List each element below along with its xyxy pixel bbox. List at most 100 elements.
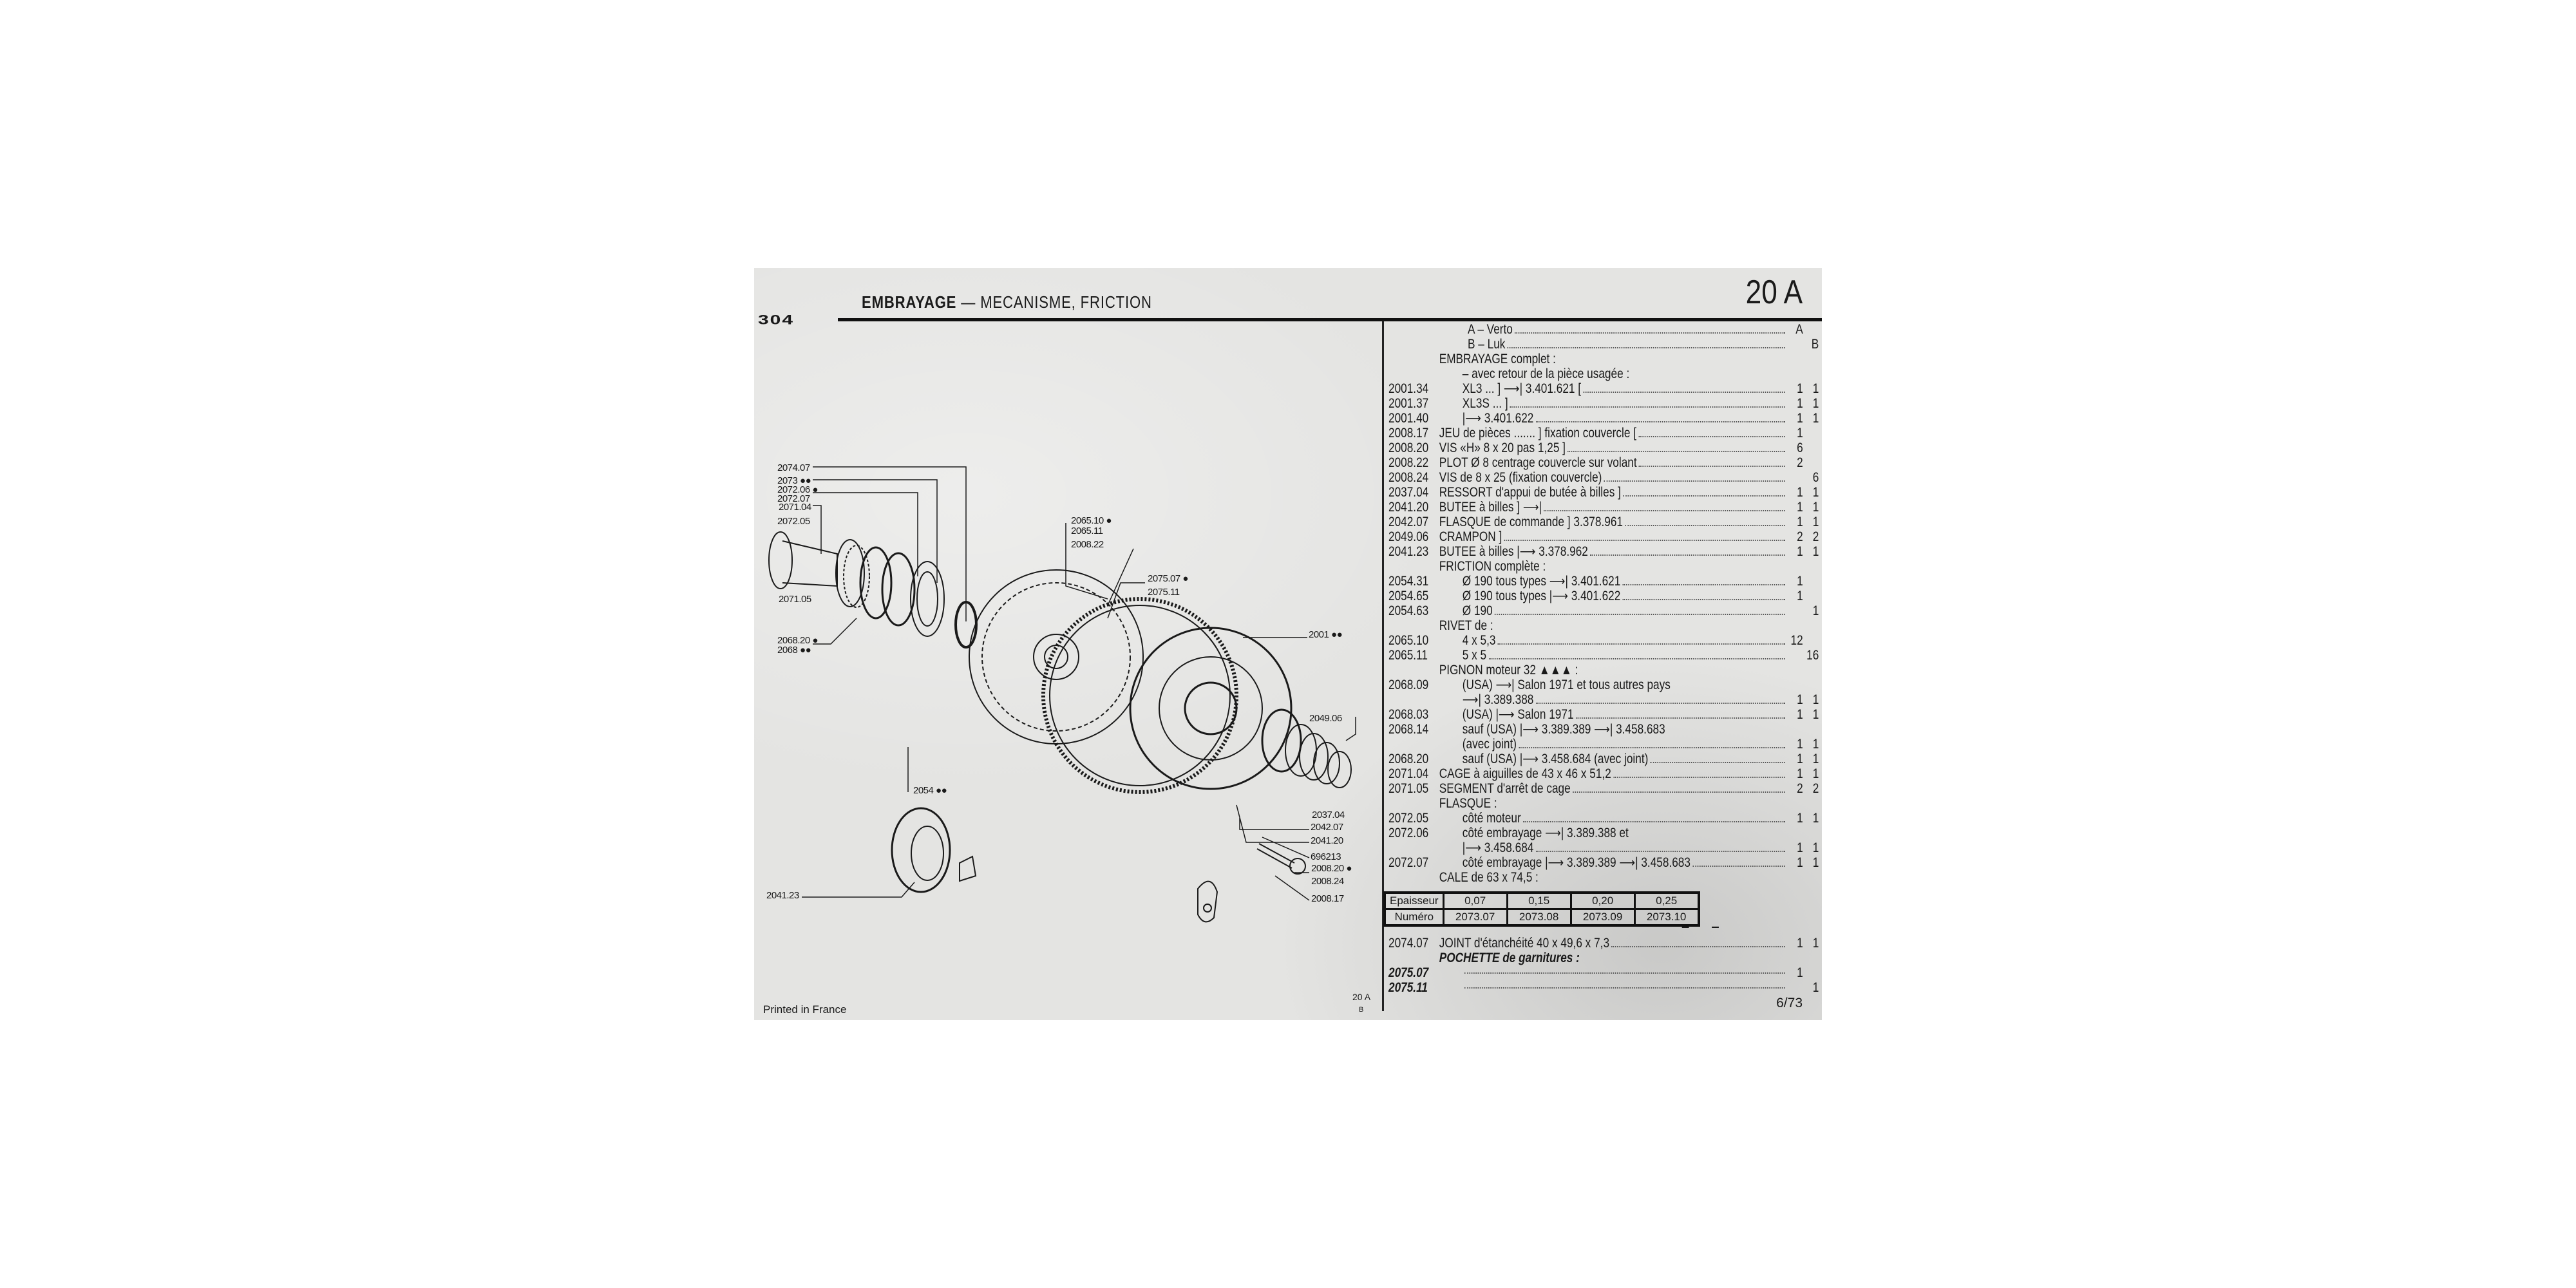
part-ref: 2054.63 <box>1388 603 1429 618</box>
section-code: 20 A <box>1745 274 1803 311</box>
part-description: B – Luk <box>1468 337 1506 352</box>
part-description: PLOT Ø 8 centrage couvercle sur volant <box>1439 455 1637 470</box>
callout-label: 2008.22 <box>1071 539 1104 550</box>
callout-label: 2065.10 ● <box>1071 515 1112 526</box>
callout-label: 2072.05 <box>777 516 810 527</box>
part-desc-cell: VIS «H» 8 x 20 pas 1,25 ] <box>1439 440 1787 455</box>
part-desc-cell: FLASQUE : <box>1439 796 1787 811</box>
part-desc-cell: (USA) |⟶ Salon 1971 <box>1439 707 1787 722</box>
callout-label: 2041.23 <box>766 890 799 901</box>
part-ref: 2074.07 <box>1388 936 1429 951</box>
part-description: sauf (USA) |⟶ 3.458.684 (avec joint) <box>1462 752 1649 766</box>
flywheel <box>1041 597 1238 794</box>
part-description: (avec joint) <box>1462 737 1517 752</box>
qty-verto: 1 <box>1797 411 1803 426</box>
part-desc-cell: JEU de pièces ....... ] fixation couverc… <box>1439 426 1787 440</box>
qty-luk: 1 <box>1812 855 1819 870</box>
part-desc-cell: CAGE à aiguilles de 43 x 46 x 51,2 <box>1439 766 1787 781</box>
qty-luk: 1 <box>1812 411 1819 426</box>
part-description: |⟶ 3.401.622 <box>1462 411 1534 426</box>
qty-verto: 1 <box>1797 544 1803 559</box>
part-description: Ø 190 tous types |⟶ 3.401.622 <box>1462 589 1621 603</box>
qty-verto: 6 <box>1797 440 1803 455</box>
part-description: – avec retour de la pièce usagée : <box>1462 366 1630 381</box>
page-number: 6/73 <box>1776 996 1803 1010</box>
part-ref: 2008.17 <box>1388 426 1429 440</box>
part-description: côté embrayage ⟶| 3.389.388 et <box>1462 826 1629 840</box>
column-divider <box>1382 321 1384 1011</box>
part-desc-cell: ⟶| 3.389.388 <box>1439 692 1787 707</box>
dot-leader <box>1638 426 1785 437</box>
dot-leader <box>1625 515 1785 526</box>
qty-verto: 2 <box>1797 455 1803 470</box>
part-desc-cell: PIGNON moteur 32 ▲▲▲ : <box>1439 663 1787 677</box>
part-description: POCHETTE de garnitures : <box>1439 951 1580 965</box>
dot-leader <box>1622 574 1785 585</box>
part-description: BUTEE à billes ] ⟶| <box>1439 500 1542 515</box>
part-desc-cell: (avec joint) <box>1439 737 1787 752</box>
part-desc-cell: PLOT Ø 8 centrage couvercle sur volant <box>1439 455 1787 470</box>
callout-label: 2072.07 <box>777 493 810 504</box>
dot-leader <box>1507 337 1785 348</box>
part-desc-cell: JOINT d'étanchéité 40 x 49,6 x 7,3 <box>1439 936 1787 951</box>
qty-luk: 1 <box>1812 936 1819 951</box>
part-ref: 2065.11 <box>1388 648 1428 663</box>
callout-label: 2042.07 <box>1311 822 1343 833</box>
part-description: JOINT d'étanchéité 40 x 49,6 x 7,3 <box>1439 936 1610 951</box>
dot-leader <box>1519 737 1785 748</box>
qty-luk: 1 <box>1812 515 1819 529</box>
dot-leader <box>1604 470 1785 482</box>
part-ref: 2068.09 <box>1388 677 1429 692</box>
part-description: VIS de 8 x 25 (fixation couvercle) <box>1439 470 1602 485</box>
dot-leader <box>1535 411 1785 422</box>
callout-lines-right <box>802 523 1356 901</box>
dot-leader <box>1623 485 1785 497</box>
qty-luk: 1 <box>1812 811 1819 826</box>
part-desc-cell: |⟶ 3.458.684 <box>1439 840 1787 855</box>
callout-label: 2008.24 <box>1311 876 1344 887</box>
part-ref: 2001.37 <box>1388 396 1429 411</box>
part-description: VIS «H» 8 x 20 pas 1,25 ] <box>1439 440 1566 455</box>
footer-sub: B <box>1359 1006 1364 1014</box>
part-row: – avec retour de la pièce usagée : <box>1388 366 1819 381</box>
part-ref: 2008.22 <box>1388 455 1429 470</box>
clutch-bolt <box>1256 843 1306 875</box>
part-desc-cell: côté embrayage |⟶ 3.389.389 ⟶| 3.458.683 <box>1439 855 1787 870</box>
part-desc-cell <box>1439 987 1787 992</box>
part-desc-cell: FRICTION complète : <box>1439 559 1787 574</box>
part-row: 2008.17 JEU de pièces ....... ] fixation … <box>1388 426 1819 440</box>
qty-luk: 16 <box>1806 648 1819 663</box>
title-sub: — MECANISME, FRICTION <box>956 292 1152 312</box>
dot-leader <box>1497 633 1785 645</box>
qty-verto: 1 <box>1797 574 1803 589</box>
part-row: EMBRAYAGE complet : <box>1388 352 1819 366</box>
callout-label: 2075.07 ● <box>1148 573 1188 584</box>
shim-cell: 2073.08 <box>1506 908 1572 927</box>
callout-label: 2071.04 <box>779 502 811 513</box>
part-row: 2008.22 PLOT Ø 8 centrage couvercle sur v… <box>1388 455 1819 470</box>
part-desc-cell: – avec retour de la pièce usagée : <box>1439 366 1787 381</box>
part-ref: 2054.65 <box>1388 589 1429 603</box>
part-desc-cell: côté moteur <box>1439 811 1787 826</box>
callout-label: 2068.20 ● <box>777 635 818 646</box>
release-spring <box>1261 708 1352 788</box>
